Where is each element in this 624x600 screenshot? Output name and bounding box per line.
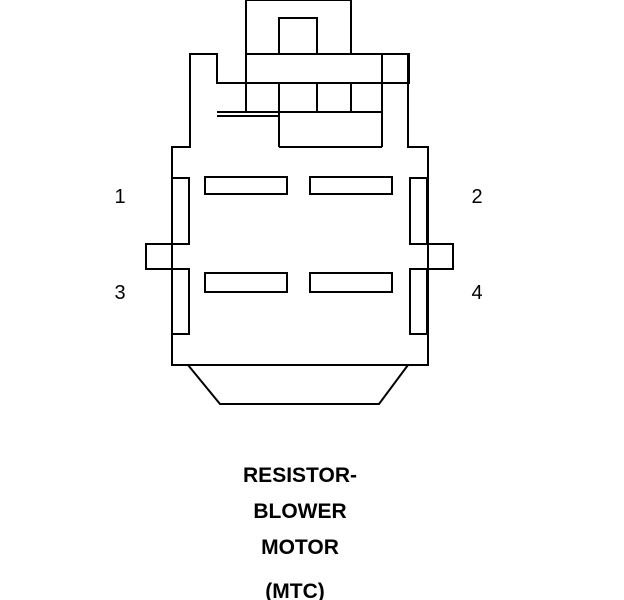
- left-ear: [145, 243, 172, 270]
- connector-skirt: [187, 364, 409, 405]
- left-key-upper: [171, 177, 190, 245]
- pin-label-4: 4: [471, 282, 482, 304]
- pin-label-2: 2: [471, 186, 482, 208]
- pin-label-1: 1: [114, 186, 125, 208]
- terminal-cavity-4: [309, 272, 393, 293]
- terminal-cavity-1: [204, 176, 288, 195]
- right-key-upper: [409, 177, 428, 245]
- title-line-3: MOTOR: [261, 536, 339, 559]
- title-line-1: RESISTOR-: [243, 464, 357, 487]
- right-ear: [428, 243, 454, 270]
- right-latch-tab: [382, 53, 409, 147]
- terminal-cavity-3: [204, 272, 288, 293]
- pin-label-3: 3: [114, 282, 125, 304]
- latch-inner-window: [278, 17, 318, 55]
- title-line-2: BLOWER: [253, 500, 346, 523]
- right-key-lower: [409, 268, 428, 335]
- terminal-cavity-2: [309, 176, 393, 195]
- left-key-lower: [171, 268, 190, 335]
- title-line-4: (MTC): [265, 580, 324, 600]
